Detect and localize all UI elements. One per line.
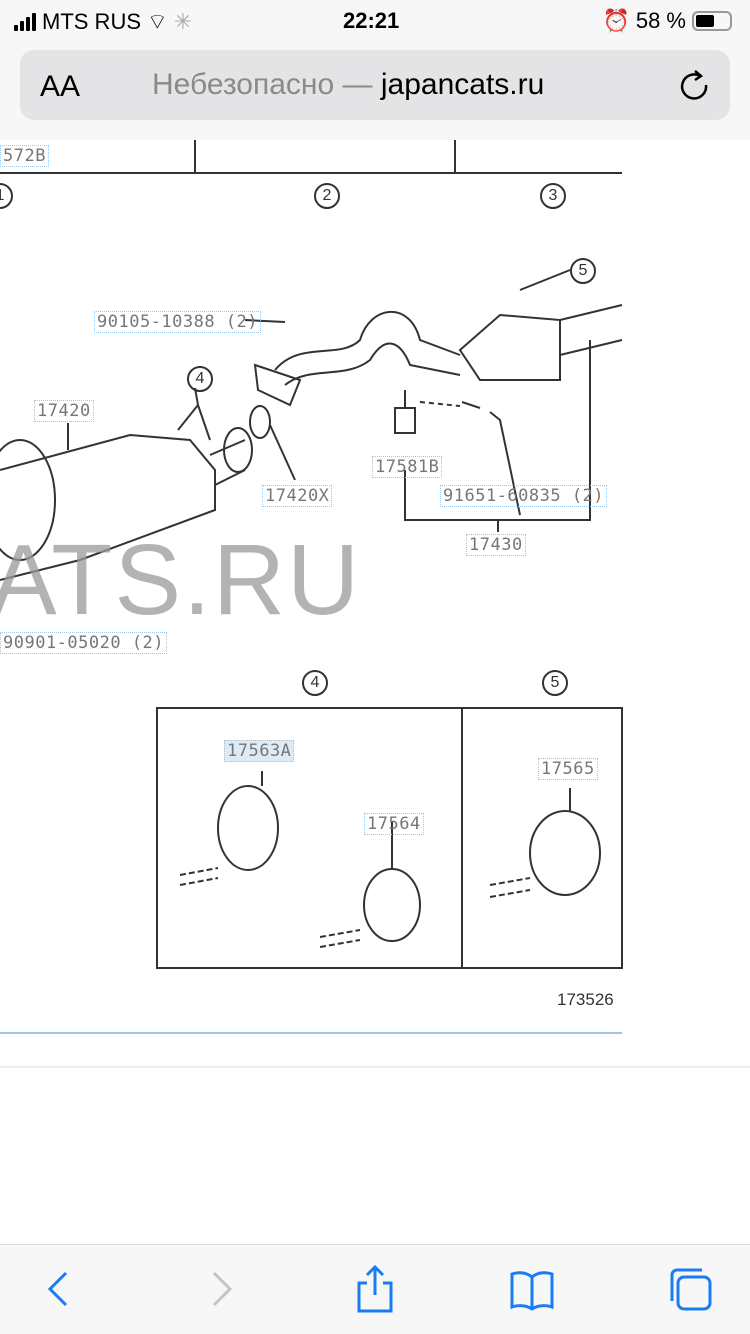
part-label-91651-60835[interactable]: 91651-60835 (2) (440, 485, 608, 507)
diagram-page: ATS.RU 572B 90105-10388 (2) 17420 17420X… (0, 140, 750, 1244)
status-bar: MTS RUS⌔✳ 22:21 ⏰58 % (0, 0, 750, 42)
address-bar[interactable]: AA Небезопасно — japancats.ru (20, 50, 730, 120)
callout-4: 4 (187, 366, 213, 392)
bookmarks-icon[interactable] (508, 1265, 556, 1313)
battery-percent: 58 % (635, 8, 686, 33)
clock: 22:21 (343, 8, 400, 33)
figure-reference: 173526 (557, 990, 614, 1009)
part-label-90105-10388[interactable]: 90105-10388 (2) (94, 311, 262, 333)
callout-4-detail: 4 (302, 670, 328, 696)
alarm-icon: ⏰ (602, 8, 630, 33)
callout-2: 2 (314, 183, 340, 209)
carrier: MTS RUS (42, 9, 141, 34)
part-label-17564[interactable]: 17564 (364, 813, 424, 835)
part-label-17430[interactable]: 17430 (466, 534, 526, 556)
part-label-17565[interactable]: 17565 (538, 758, 598, 780)
exhaust-diagram (0, 140, 750, 1068)
part-label-17581b[interactable]: 17581B (372, 456, 443, 478)
text-size-button[interactable]: AA (40, 70, 81, 103)
battery-icon (692, 11, 732, 31)
forward-icon[interactable] (196, 1265, 244, 1313)
url-text[interactable]: Небезопасно — japancats.ru (152, 68, 544, 102)
callout-5-detail: 5 (542, 670, 568, 696)
browser-bottom-bar (0, 1244, 750, 1334)
callout-5: 5 (570, 258, 596, 284)
part-label-17563a[interactable]: 17563A (224, 740, 295, 762)
part-label-17420[interactable]: 17420 (34, 400, 94, 422)
part-label-90901-05020[interactable]: 90901-05020 (2) (0, 632, 168, 654)
callout-3: 3 (540, 183, 566, 209)
part-label-17420x[interactable]: 17420X (262, 485, 333, 507)
share-icon[interactable] (351, 1265, 399, 1313)
reload-icon[interactable] (678, 68, 712, 102)
browser-toolbar: AA Небезопасно — japancats.ru (0, 42, 750, 140)
part-label-572b[interactable]: 572B (0, 145, 49, 167)
security-warning: Небезопасно — (152, 68, 373, 101)
tabs-icon[interactable] (666, 1265, 714, 1313)
domain: japancats.ru (380, 68, 545, 101)
back-icon[interactable] (36, 1265, 84, 1313)
wifi-icon: ⌔ (147, 9, 168, 34)
signal-icon (14, 13, 36, 31)
loading-icon: ✳ (173, 9, 193, 34)
watermark: ATS.RU (0, 524, 362, 636)
